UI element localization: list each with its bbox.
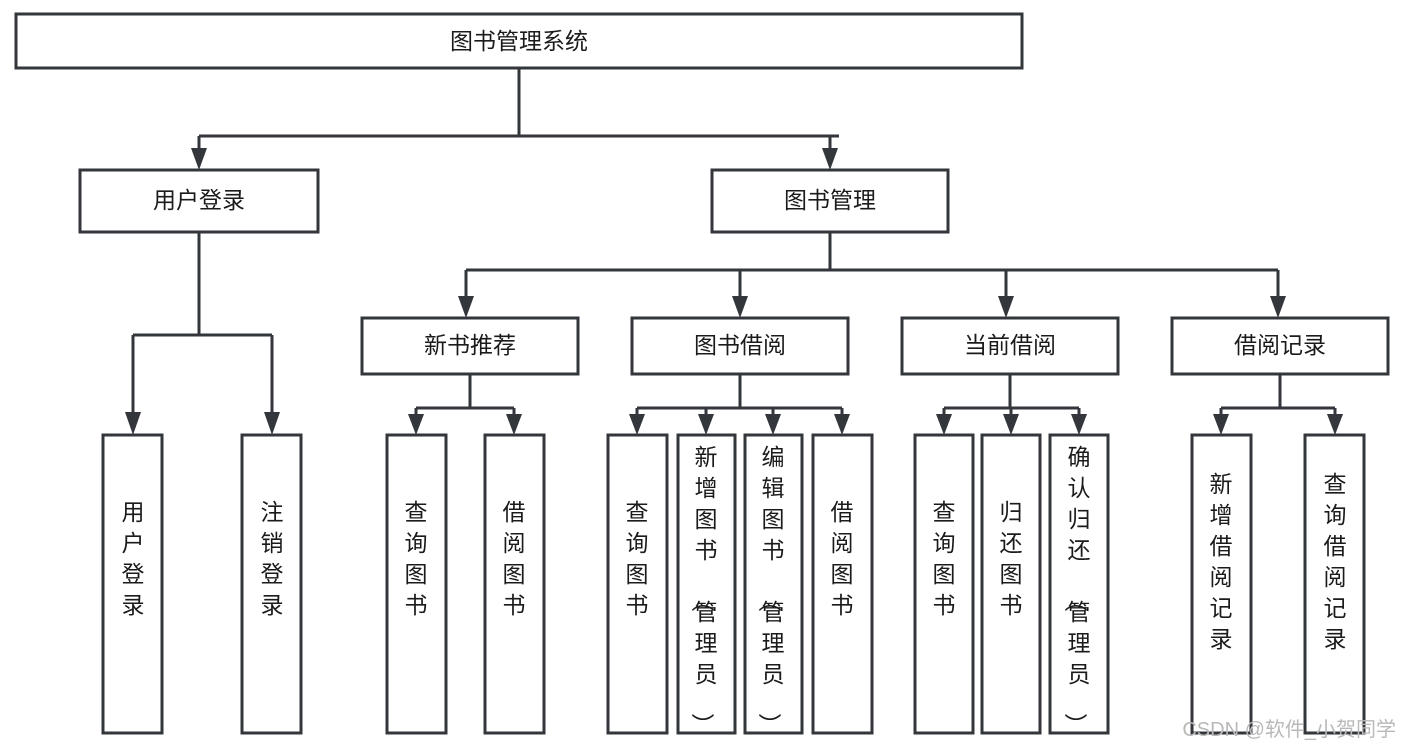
connector-layer xyxy=(125,68,1343,435)
new-book-recommend-box[interactable] xyxy=(360,316,580,376)
node-user-login[interactable]: 用户登录 xyxy=(78,168,320,234)
arrow-leaf-br-add xyxy=(1213,414,1229,435)
arrow-leaf-bb-add xyxy=(698,414,714,435)
leaf-bb-edit-book-admin[interactable]: 编辑图书（管理员） xyxy=(743,433,804,736)
root-box[interactable] xyxy=(14,12,1024,70)
leaf-cb-query-book-label: 查询图书 xyxy=(933,499,956,618)
arrow-to-borrow-record xyxy=(1270,296,1286,318)
leaf-cb-query-book-box[interactable] xyxy=(913,433,975,735)
leaf-newbook-borrow-book[interactable]: 借阅图书 xyxy=(483,433,546,735)
arrow-leaf-logout xyxy=(264,412,280,435)
arrow-leaf-newbook-query xyxy=(408,414,424,435)
leaf-bb-query-book-box[interactable] xyxy=(606,433,669,735)
leaf-bb-query-book[interactable]: 查询图书 xyxy=(606,433,669,735)
leaf-bb-add-book-admin-label: 新增图书（管理员） xyxy=(690,444,718,736)
current-borrow-label: 当前借阅 xyxy=(964,332,1056,358)
leaf-cb-return-book[interactable]: 归还图书 xyxy=(980,433,1042,735)
leaf-newbook-query-book-box[interactable] xyxy=(385,433,448,735)
arrow-leaf-cb-confirm xyxy=(1071,414,1087,435)
new-book-recommend-label: 新书推荐 xyxy=(424,332,516,358)
current-borrow-box[interactable] xyxy=(900,316,1120,376)
leaf-bb-add-book-admin[interactable]: 新增图书（管理员） xyxy=(676,433,737,736)
root-label: 图书管理系统 xyxy=(450,28,588,54)
arrow-leaf-newbook-borrow xyxy=(506,414,522,435)
leaf-br-add-record-label: 新增借阅记录 xyxy=(1210,471,1233,652)
arrow-to-user-login xyxy=(191,148,207,170)
arrow-to-book-mgmt xyxy=(822,148,838,170)
leaf-user-login-label: 用户登录 xyxy=(122,499,145,618)
leaf-cb-confirm-return-admin-box[interactable] xyxy=(1048,433,1110,735)
leaf-user-login-box[interactable] xyxy=(101,433,164,735)
arrow-leaf-cb-return xyxy=(1003,414,1019,435)
user-login-box[interactable] xyxy=(78,168,320,234)
book-management-label: 图书管理 xyxy=(784,187,876,213)
book-management-box[interactable] xyxy=(710,168,950,234)
leaf-br-add-record-box[interactable] xyxy=(1190,433,1253,735)
leaf-cb-confirm-return-admin-label: 确认归还（管理员） xyxy=(1063,444,1091,736)
leaf-user-login[interactable]: 用户登录 xyxy=(101,433,164,735)
borrow-record-label: 借阅记录 xyxy=(1234,332,1326,358)
node-new-book-recommend[interactable]: 新书推荐 xyxy=(360,316,580,376)
leaf-bb-add-book-admin-box[interactable] xyxy=(676,433,737,735)
leaf-br-query-record-label: 查询借阅记录 xyxy=(1324,471,1347,652)
leaf-newbook-query-book[interactable]: 查询图书 xyxy=(385,433,448,735)
arrow-leaf-cb-query xyxy=(936,414,952,435)
leaf-bb-borrow-book-label: 借阅图书 xyxy=(831,499,854,618)
csdn-watermark: CSDN @软件_小贺同学 xyxy=(1182,718,1396,741)
arrow-to-book-borrow xyxy=(732,296,748,318)
book-borrow-box[interactable] xyxy=(630,316,850,376)
leaf-cb-return-book-label: 归还图书 xyxy=(1000,499,1023,618)
leaf-bb-edit-book-admin-label: 编辑图书（管理员） xyxy=(757,444,785,736)
leaf-bb-query-book-label: 查询图书 xyxy=(626,499,649,618)
arrow-leaf-bb-edit xyxy=(765,414,781,435)
leaf-br-query-record[interactable]: 查询借阅记录 xyxy=(1303,433,1366,735)
leaf-br-query-record-box[interactable] xyxy=(1303,433,1366,735)
leaf-logout-box[interactable] xyxy=(240,433,303,735)
book-borrow-label: 图书借阅 xyxy=(694,332,786,358)
node-current-borrow[interactable]: 当前借阅 xyxy=(900,316,1120,376)
leaf-cb-query-book[interactable]: 查询图书 xyxy=(913,433,975,735)
leaf-cb-confirm-return-admin[interactable]: 确认归还（管理员） xyxy=(1048,433,1110,736)
node-root[interactable]: 图书管理系统 xyxy=(14,12,1024,70)
node-book-management[interactable]: 图书管理 xyxy=(710,168,950,234)
leaf-newbook-query-book-label: 查询图书 xyxy=(405,499,428,618)
leaf-bb-borrow-book-box[interactable] xyxy=(811,433,874,735)
borrow-record-box[interactable] xyxy=(1170,316,1390,376)
node-borrow-record[interactable]: 借阅记录 xyxy=(1170,316,1390,376)
node-book-borrow[interactable]: 图书借阅 xyxy=(630,316,850,376)
arrow-leaf-br-query xyxy=(1327,414,1343,435)
leaf-logout-label: 注销登录 xyxy=(261,499,284,618)
leaf-newbook-borrow-book-label: 借阅图书 xyxy=(503,499,526,618)
arrow-leaf-bb-borrow xyxy=(834,414,850,435)
arrow-leaf-user-login xyxy=(125,412,141,435)
arrow-to-new-book-rec xyxy=(458,296,474,318)
user-login-label: 用户登录 xyxy=(153,187,245,213)
leaf-newbook-borrow-book-box[interactable] xyxy=(483,433,546,735)
leaf-br-add-record[interactable]: 新增借阅记录 xyxy=(1190,433,1253,735)
leaf-cb-return-book-box[interactable] xyxy=(980,433,1042,735)
leaf-logout[interactable]: 注销登录 xyxy=(240,433,303,735)
arrow-to-current-borrow xyxy=(998,296,1014,318)
leaf-bb-borrow-book[interactable]: 借阅图书 xyxy=(811,433,874,735)
arrow-leaf-bb-query xyxy=(629,414,645,435)
leaf-bb-edit-book-admin-box[interactable] xyxy=(743,433,804,735)
